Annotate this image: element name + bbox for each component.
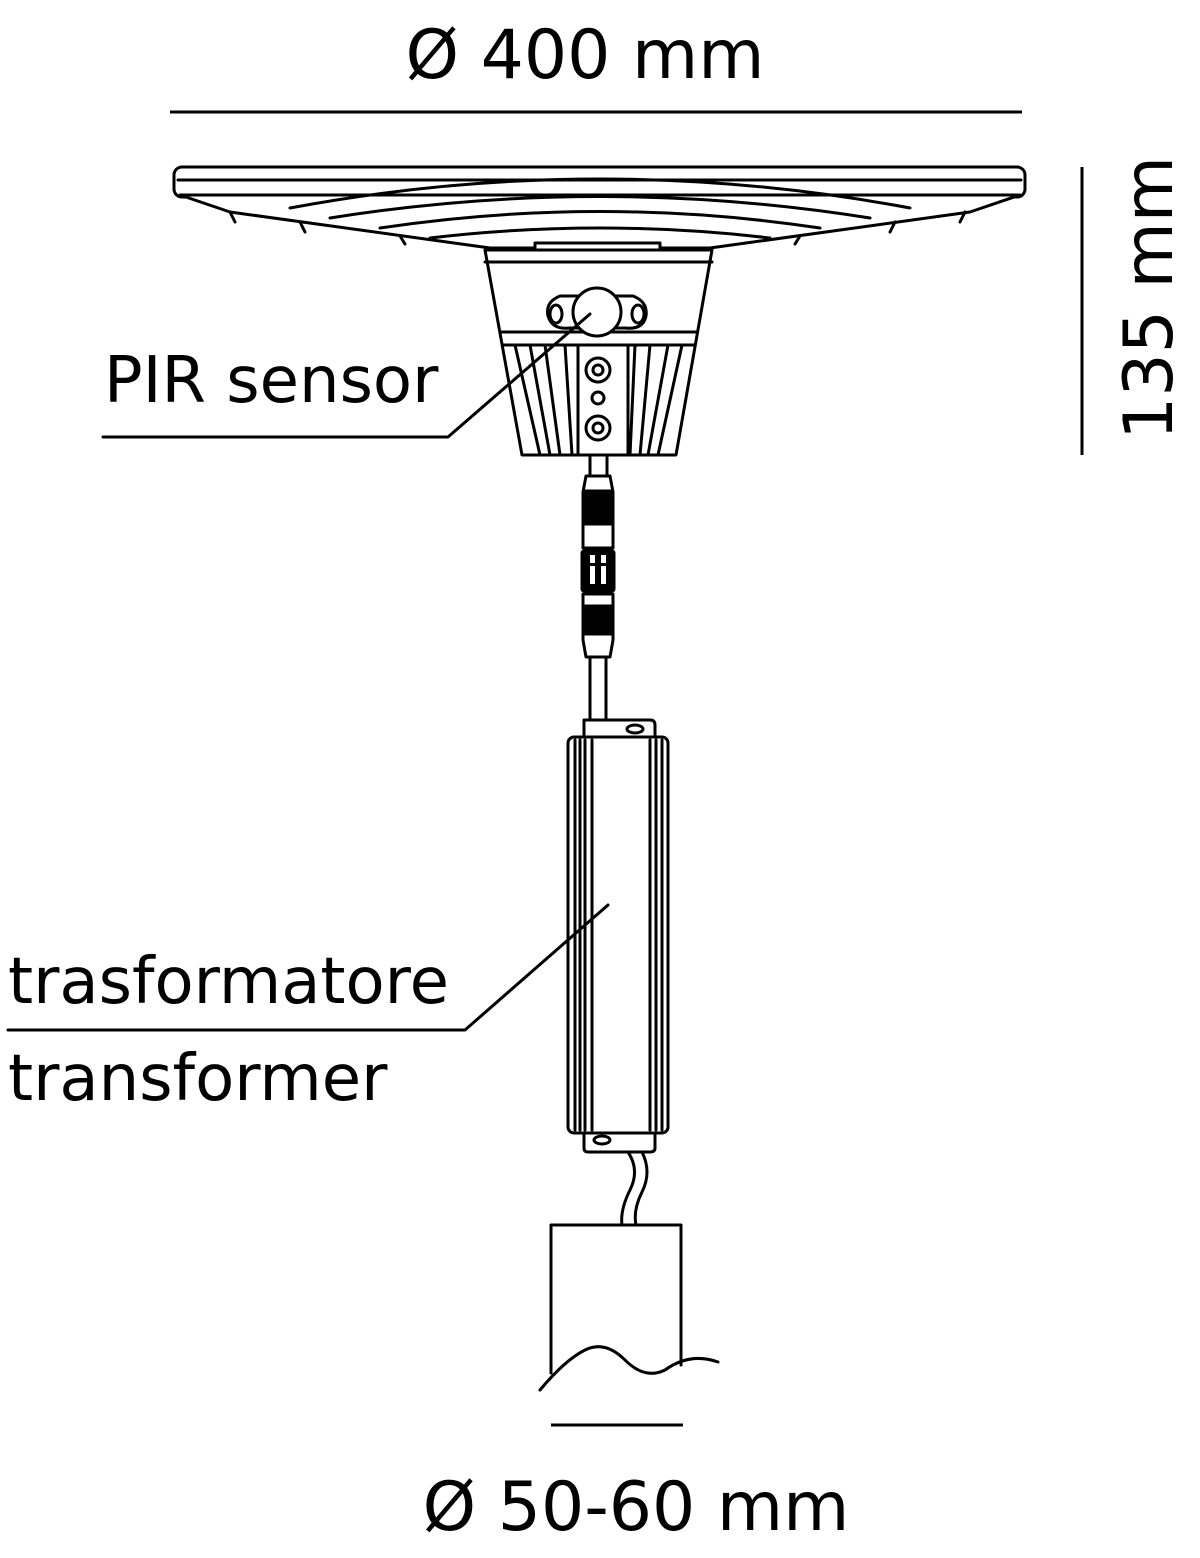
transformer [566, 718, 670, 1154]
diameter-top-label: Ø 400 mm [405, 16, 764, 95]
output-cable [620, 1150, 636, 1227]
pir-sensor-label: PIR sensor [104, 344, 439, 418]
cable-connector [580, 453, 616, 739]
pole [538, 1223, 720, 1392]
height-label: 135 mm [1110, 156, 1189, 440]
transformer-label-en: transformer [8, 1042, 388, 1116]
transformer-label-it: trasformatore [8, 945, 449, 1019]
diameter-pole-label: Ø 50-60 mm [423, 1468, 850, 1547]
lamp-head [172, 165, 1027, 259]
sensor-housing [483, 248, 714, 457]
pir-sensor-leader-line [101, 312, 592, 439]
transformer-leader-line [6, 903, 610, 1032]
pir-sensor [546, 286, 648, 338]
